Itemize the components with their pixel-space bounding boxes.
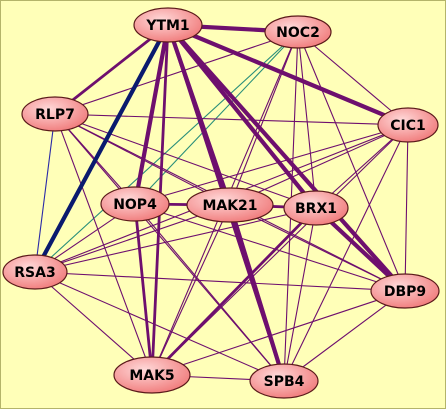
node-label: BRX1 (295, 201, 337, 217)
node-ellipse (21, 96, 89, 132)
edge-rlp7-cic1 (54, 113, 409, 126)
node-rsa3[interactable]: RSA3 (2, 254, 68, 290)
edge-mak21-spb4 (227, 202, 287, 384)
node-ellipse (264, 15, 332, 49)
edge-noc2-dbp9 (297, 31, 406, 292)
node-dbp9[interactable]: DBP9 (370, 273, 440, 309)
edge-ytm1-dbp9 (165, 22, 408, 294)
edge-noc2-brx1 (297, 31, 317, 209)
edge-ytm1-nop4 (132, 22, 171, 207)
node-ellipse (2, 254, 68, 290)
edge-nop4-dbp9 (134, 203, 406, 292)
node-brx1[interactable]: BRX1 (283, 190, 349, 226)
edge-cic1-dbp9 (404, 124, 409, 292)
node-spb4[interactable]: SPB4 (249, 363, 319, 399)
node-ellipse (186, 187, 274, 223)
edge-brx1-spb4 (283, 207, 317, 382)
edge-nop4-mak5 (133, 202, 154, 377)
node-label: RLP7 (35, 107, 75, 123)
node-ellipse (377, 107, 439, 143)
edge-mak21-mak5 (151, 204, 231, 376)
node-ellipse (113, 356, 191, 394)
edge-ytm1-mak21 (165, 22, 233, 208)
edge-cic1-spb4 (283, 124, 409, 382)
node-label: SPB4 (264, 374, 305, 390)
edge-rsa3-mak5 (34, 271, 153, 376)
edge-ytm1-rsa3 (32, 22, 171, 275)
edge-dbp9-mak5 (151, 290, 406, 376)
node-cic1[interactable]: CIC1 (377, 107, 439, 143)
node-label: MAK21 (202, 198, 257, 214)
edge-dbp9-spb4 (283, 290, 406, 382)
node-mak5[interactable]: MAK5 (113, 356, 191, 394)
node-ellipse (100, 186, 170, 222)
edge-rlp7-brx1 (54, 113, 317, 209)
node-label: NOC2 (276, 25, 320, 41)
edge-noc2-mak21 (229, 31, 299, 206)
node-label: NOP4 (113, 197, 157, 213)
node-ellipse (133, 7, 203, 43)
edge-cic1-mak21 (229, 124, 409, 206)
edge-brx1-rsa3 (34, 207, 317, 273)
edge-ytm1-cic1 (165, 22, 411, 128)
edge-mak21-dbp9 (229, 204, 406, 292)
node-rlp7[interactable]: RLP7 (21, 96, 89, 132)
node-mak21[interactable]: MAK21 (186, 187, 274, 223)
edge-noc2-rlp7 (54, 31, 299, 115)
node-label: MAK5 (129, 368, 174, 384)
edge-rsa3-dbp9 (34, 271, 406, 292)
edge-rlp7-rsa3 (34, 113, 56, 273)
node-noc2[interactable]: NOC2 (264, 15, 332, 49)
node-ellipse (370, 273, 440, 309)
node-ellipse (249, 363, 319, 399)
node-label: CIC1 (390, 118, 426, 134)
node-label: RSA3 (14, 265, 55, 281)
edge-brx1-mak5 (150, 206, 318, 377)
edge-cic1-nop4 (134, 124, 409, 205)
node-ellipse (283, 190, 349, 226)
node-label: YTM1 (145, 18, 189, 34)
edge-ytm1-rlp7 (53, 23, 170, 116)
edge-noc2-cic1 (297, 31, 409, 126)
edge-rsa3-spb4 (34, 271, 285, 382)
edge-noc2-rsa3 (34, 31, 299, 273)
node-label: DBP9 (384, 284, 426, 300)
node-nop4[interactable]: NOP4 (100, 186, 170, 222)
node-ytm1[interactable]: YTM1 (133, 7, 203, 43)
